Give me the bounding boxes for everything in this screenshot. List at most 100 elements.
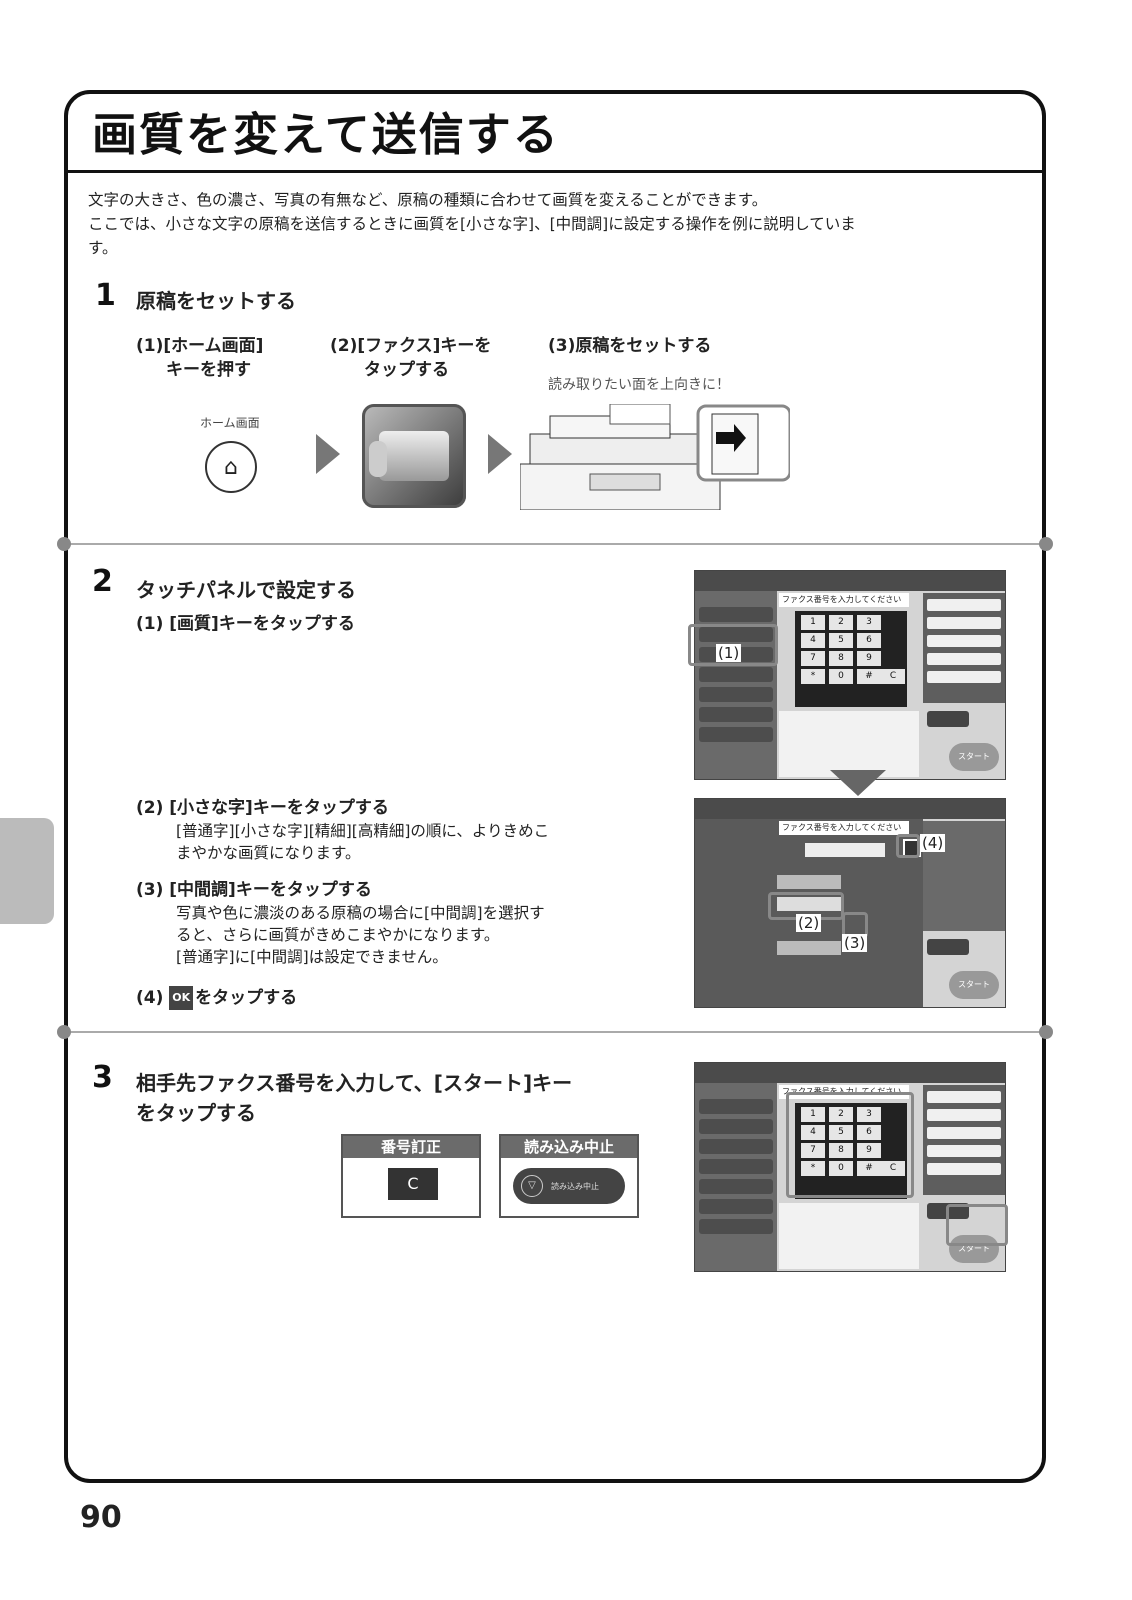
callout-2: (2) — [796, 914, 822, 932]
menu-item[interactable] — [699, 1199, 773, 1214]
key-3[interactable]: 3 — [857, 1107, 881, 1122]
desc-line: [普通字][小さな字][精細][高精細]の順に、よりきめこ — [176, 822, 550, 840]
fax-number-input[interactable]: ファクス番号を入力してください — [779, 821, 909, 835]
menu-item[interactable] — [699, 727, 773, 742]
number-correction-label: 番号訂正 — [343, 1136, 479, 1158]
menu-item[interactable] — [699, 1179, 773, 1194]
menu-item[interactable] — [699, 687, 773, 702]
screen-status-area — [779, 1203, 919, 1269]
key-clear[interactable]: C — [881, 1161, 905, 1176]
halftone-button[interactable] — [777, 941, 841, 955]
key-7[interactable]: 7 — [801, 1143, 825, 1158]
right-option[interactable] — [927, 617, 1001, 629]
screen-header — [695, 571, 1005, 591]
step2-sub2-desc: [普通字][小さな字][精細][高精細]の順に、よりきめこ まやかな画質になりま… — [176, 820, 549, 864]
copier-illustration — [520, 404, 790, 510]
key-5[interactable]: 5 — [829, 633, 853, 648]
step2-sub4-prefix: (4) — [136, 988, 164, 1008]
desc-line: ると、さらに画質がきめこまやかになります。 — [176, 926, 500, 944]
key-asterisk[interactable]: * — [801, 1161, 825, 1176]
page-title: 画質を変えて送信する — [92, 108, 560, 161]
highlight-start — [946, 1204, 1008, 1246]
menu-item[interactable] — [699, 1219, 773, 1234]
intro-line: 文字の大きさ、色の濃さ、写真の有無など、原稿の種類に合わせて画質を変えることがで… — [88, 191, 768, 209]
number-correction-panel: 番号訂正 C — [341, 1134, 481, 1218]
right-option[interactable] — [927, 599, 1001, 611]
start-button[interactable]: スタート — [949, 971, 999, 999]
step2-sub3: (3) [中間調]キーをタップする — [136, 880, 372, 900]
key-clear[interactable]: C — [881, 669, 905, 684]
menu-item[interactable] — [699, 1159, 773, 1174]
intro-text: 文字の大きさ、色の濃さ、写真の有無など、原稿の種類に合わせて画質を変えることがで… — [88, 188, 1038, 260]
menu-item[interactable] — [699, 1099, 773, 1114]
fax-number-input[interactable]: ファクス番号を入力してください — [779, 593, 909, 607]
right-option[interactable] — [927, 1091, 1001, 1103]
key-6[interactable]: 6 — [857, 1125, 881, 1140]
screen-header — [695, 1063, 1005, 1083]
step1-sub3: (3)原稿をセットする — [548, 336, 712, 356]
scan-stop-button[interactable]: ▽ 読み込み中止 — [513, 1168, 625, 1204]
touch-panel-screen-1: ファクス番号を入力してください 1 2 3 4 5 6 7 8 9 * 0 # … — [694, 570, 1006, 780]
fax-key-button[interactable] — [362, 404, 466, 508]
normal-text-button[interactable] — [777, 875, 841, 889]
highlight-ok — [896, 834, 920, 858]
right-option[interactable] — [927, 653, 1001, 665]
scan-stop-button-label: 読み込み中止 — [551, 1181, 599, 1191]
section-divider — [64, 543, 1046, 545]
page-number: 90 — [80, 1500, 122, 1535]
menu-item[interactable] — [699, 1139, 773, 1154]
highlight-keypad — [786, 1092, 914, 1198]
screen-header — [695, 799, 1005, 819]
key-1[interactable]: 1 — [801, 1107, 825, 1122]
key-8[interactable]: 8 — [829, 651, 853, 666]
key-2[interactable]: 2 — [829, 1107, 853, 1122]
highlight-image-quality — [688, 624, 778, 666]
touch-panel-screen-2: ファクス番号を入力してください スタート — [694, 798, 1006, 1008]
key-2[interactable]: 2 — [829, 615, 853, 630]
key-9[interactable]: 9 — [857, 651, 881, 666]
key-4[interactable]: 4 — [801, 1125, 825, 1140]
key-hash[interactable]: # — [857, 669, 881, 684]
key-3[interactable]: 3 — [857, 615, 881, 630]
key-6[interactable]: 6 — [857, 633, 881, 648]
key-0[interactable]: 0 — [829, 1161, 853, 1176]
key-5[interactable]: 5 — [829, 1125, 853, 1140]
start-button[interactable]: スタート — [949, 743, 999, 771]
screen-left-menu — [695, 1083, 777, 1271]
small-text-button[interactable] — [777, 897, 841, 911]
menu-item[interactable] — [699, 667, 773, 682]
start-button[interactable]: スタート — [949, 1235, 999, 1263]
right-option[interactable] — [927, 671, 1001, 683]
preview-button[interactable] — [927, 711, 969, 727]
key-1[interactable]: 1 — [801, 615, 825, 630]
menu-item[interactable] — [699, 607, 773, 622]
key-0[interactable]: 0 — [829, 669, 853, 684]
step2-sub1: (1) [画質]キーをタップする — [136, 614, 355, 634]
screen-left-menu — [695, 591, 777, 779]
key-hash[interactable]: # — [857, 1161, 881, 1176]
key-8[interactable]: 8 — [829, 1143, 853, 1158]
right-option[interactable] — [927, 635, 1001, 647]
step1-sub1-line2: キーを押す — [166, 360, 251, 380]
screen-right-panel — [923, 593, 1005, 703]
step1-title: 原稿をセットする — [136, 289, 296, 313]
home-screen-button[interactable]: ⌂ — [205, 441, 257, 493]
key-9[interactable]: 9 — [857, 1143, 881, 1158]
key-7[interactable]: 7 — [801, 651, 825, 666]
right-option[interactable] — [927, 1127, 1001, 1139]
key-4[interactable]: 4 — [801, 633, 825, 648]
right-option[interactable] — [927, 1109, 1001, 1121]
menu-item[interactable] — [699, 627, 773, 642]
menu-item[interactable] — [699, 707, 773, 722]
scan-stop-panel: 読み込み中止 ▽ 読み込み中止 — [499, 1134, 639, 1218]
touch-panel-screen-3: ファクス番号を入力してください 1 2 3 4 5 6 7 8 9 * 0 # … — [694, 1062, 1006, 1272]
key-asterisk[interactable]: * — [801, 669, 825, 684]
right-option[interactable] — [927, 1163, 1001, 1175]
step3-number: 3 — [92, 1060, 113, 1095]
menu-item[interactable] — [699, 1119, 773, 1134]
quality-dropdown[interactable] — [805, 843, 885, 857]
preview-button[interactable] — [927, 939, 969, 955]
right-option[interactable] — [927, 1145, 1001, 1157]
clear-button[interactable]: C — [388, 1168, 438, 1200]
